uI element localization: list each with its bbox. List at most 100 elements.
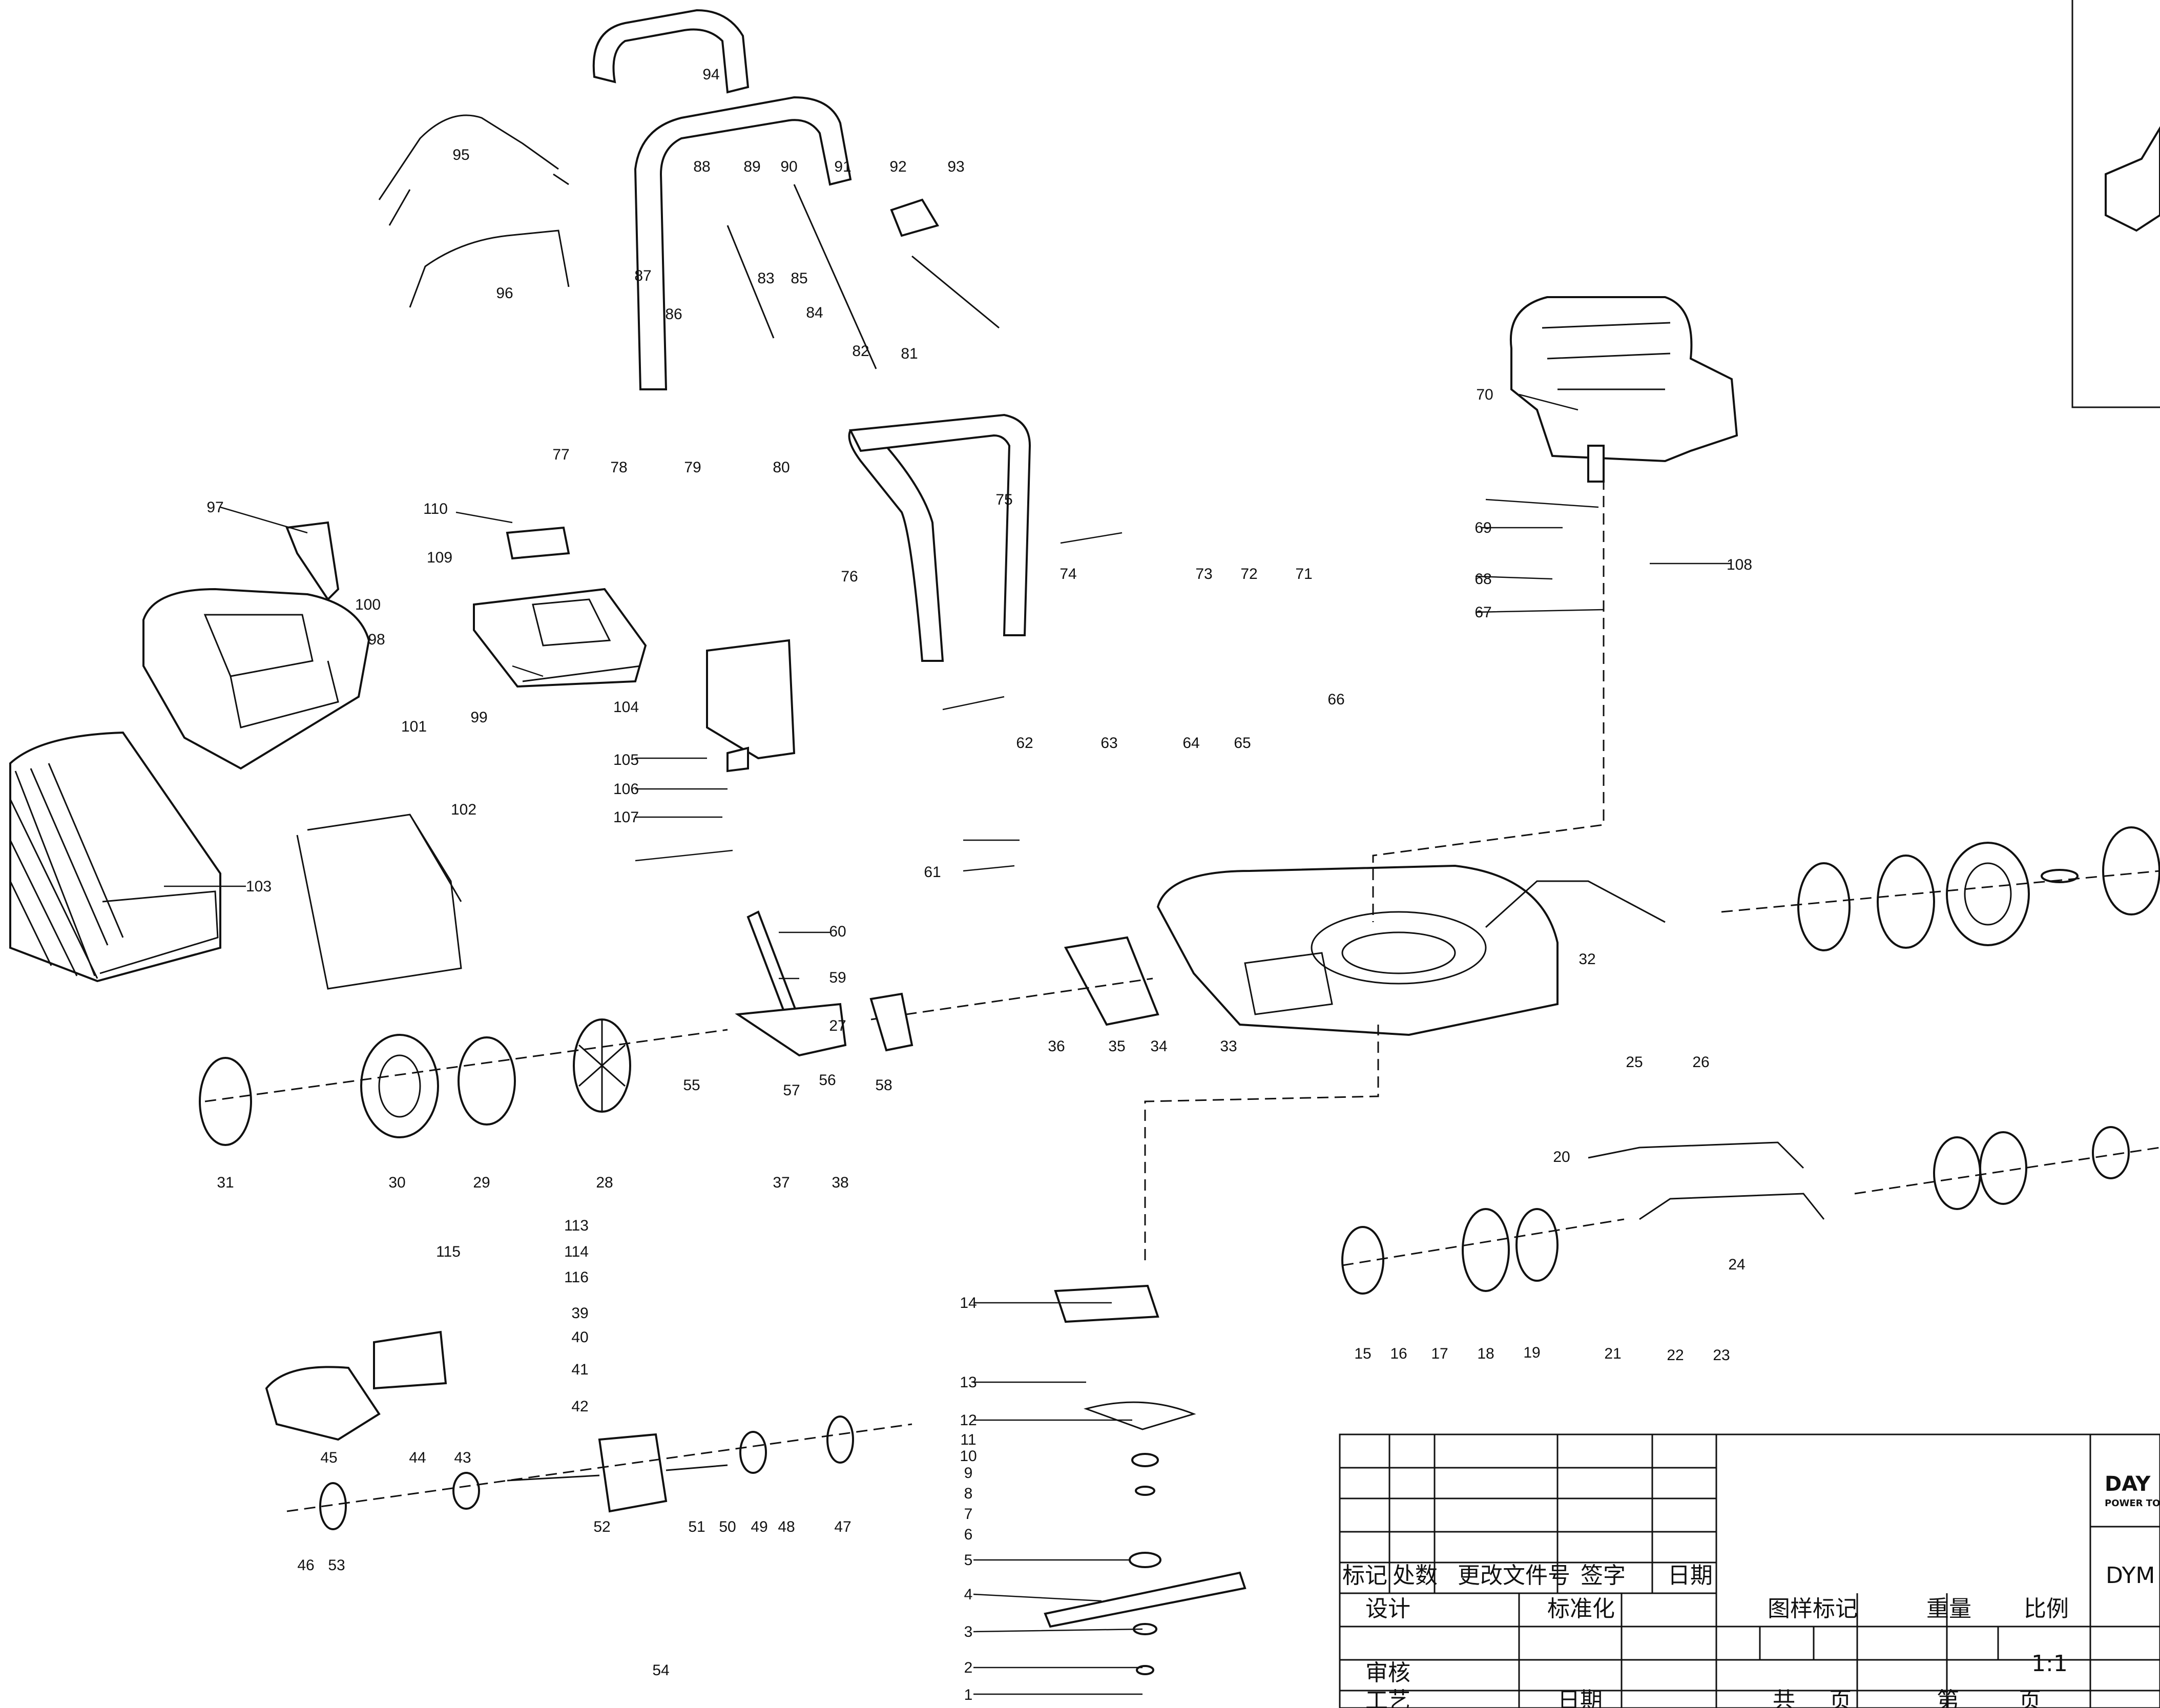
tb-change-doc: 更改文件号: [1458, 1563, 1570, 1589]
callout-labels: 1 2 3 4 5 6 7 8 9 10 11 12 13 14 15 16 1…: [206, 66, 1752, 1703]
reference-detail-box: [2071, 0, 2160, 408]
side-chute: [706, 639, 796, 773]
callout-11: 11: [960, 1431, 976, 1448]
title-block: [1339, 1433, 2160, 1708]
callout-48: 48: [778, 1518, 795, 1535]
callout-58: 58: [875, 1077, 892, 1094]
callout-52: 52: [593, 1518, 610, 1535]
callout-86: 86: [665, 306, 682, 323]
callout-29: 29: [473, 1174, 490, 1191]
callout-25: 25: [1626, 1054, 1643, 1071]
callout-55: 55: [683, 1077, 700, 1094]
callout-90: 90: [780, 158, 797, 175]
callout-98: 98: [368, 631, 385, 648]
callout-24: 24: [1728, 1256, 1745, 1273]
callout-47: 47: [834, 1518, 851, 1535]
gearbox-axis-line: [286, 1423, 912, 1512]
callout-72: 72: [1240, 566, 1257, 582]
front-axle: [1588, 1141, 1825, 1220]
callout-74: 74: [1060, 566, 1076, 582]
callout-94: 94: [702, 66, 719, 83]
tb-scale: 比例: [2024, 1596, 2069, 1622]
bag-cover: [142, 588, 370, 770]
tb-drawing-mark: 图样标记: [1768, 1596, 1858, 1622]
left-axis-line: [204, 977, 1153, 1102]
callout-15: 15: [1354, 1345, 1371, 1362]
callout-110: 110: [423, 501, 448, 517]
callout-59: 59: [829, 969, 846, 986]
callout-40: 40: [571, 1329, 588, 1346]
lower-handle: [848, 413, 1031, 662]
callout-77: 77: [552, 446, 569, 463]
callout-80: 80: [773, 459, 790, 476]
callout-108: 108: [1727, 556, 1752, 573]
callout-39: 39: [571, 1305, 588, 1322]
drive-lever: [735, 910, 913, 1057]
callout-99: 99: [470, 709, 487, 726]
bag-handle: [285, 521, 340, 601]
callout-43: 43: [454, 1449, 471, 1466]
throttle-lever: [890, 198, 940, 237]
callout-51: 51: [688, 1518, 705, 1535]
callout-79: 79: [684, 459, 701, 476]
callout-6: 6: [964, 1526, 973, 1543]
callout-33: 33: [1220, 1038, 1237, 1055]
callout-22: 22: [1667, 1347, 1684, 1364]
chute-cover: [473, 526, 647, 688]
engine: [1509, 296, 1738, 483]
callout-14: 14: [960, 1295, 977, 1311]
callout-2: 2: [964, 1659, 973, 1676]
callout-26: 26: [1692, 1054, 1709, 1071]
tb-brand-sub: POWER TO: [2105, 1498, 2160, 1509]
leader-lines: [164, 393, 1732, 1695]
front-axis-line: [1342, 1147, 2160, 1266]
callout-81: 81: [901, 345, 918, 362]
callout-16: 16: [1390, 1345, 1407, 1362]
callout-93: 93: [947, 158, 964, 175]
callout-61: 61: [924, 864, 941, 881]
callout-30: 30: [388, 1174, 405, 1191]
grass-bag: [9, 731, 221, 983]
callout-68: 68: [1474, 571, 1491, 588]
tb-weight: 重量: [1926, 1596, 1971, 1622]
handle-bar-95: [378, 114, 569, 226]
callout-31: 31: [217, 1174, 234, 1191]
blade-guide-line: [1144, 1025, 1379, 1260]
tb-count: 处数: [1393, 1563, 1438, 1589]
callout-82: 82: [852, 343, 869, 360]
callout-17: 17: [1431, 1345, 1448, 1362]
callout-76: 76: [841, 568, 858, 585]
callout-57: 57: [783, 1082, 800, 1099]
callout-100: 100: [355, 596, 381, 613]
callout-53: 53: [328, 1557, 345, 1574]
callout-20: 20: [1553, 1149, 1570, 1165]
callout-21: 21: [1604, 1345, 1621, 1362]
callout-70: 70: [1476, 386, 1493, 403]
callout-27: 27: [829, 1017, 846, 1034]
rear-axle: [1485, 880, 1666, 928]
callout-42: 42: [571, 1398, 588, 1415]
callout-104: 104: [613, 699, 639, 716]
callout-23: 23: [1713, 1347, 1730, 1364]
callout-113: 113: [564, 1217, 589, 1234]
callout-3: 3: [964, 1623, 973, 1640]
callout-37: 37: [773, 1174, 790, 1191]
callout-84: 84: [806, 304, 823, 321]
tb-scale-value: 1:1: [2031, 1651, 2068, 1677]
callout-88: 88: [693, 158, 710, 175]
callout-8: 8: [964, 1485, 973, 1502]
callout-67: 67: [1474, 604, 1491, 621]
callout-49: 49: [751, 1518, 767, 1535]
tb-page2: 页: [2019, 1688, 2041, 1708]
callout-103: 103: [246, 878, 272, 895]
callout-65: 65: [1234, 735, 1251, 752]
callout-106: 106: [613, 781, 639, 798]
callout-54: 54: [652, 1662, 669, 1679]
callout-18: 18: [1477, 1345, 1494, 1362]
tb-process: 工艺: [1365, 1688, 1410, 1708]
engine-guide-line: [1372, 461, 1605, 922]
callout-95: 95: [452, 147, 469, 163]
tb-brand: DAY: [2105, 1472, 2151, 1496]
callout-96: 96: [496, 285, 513, 302]
callout-60: 60: [829, 923, 846, 940]
